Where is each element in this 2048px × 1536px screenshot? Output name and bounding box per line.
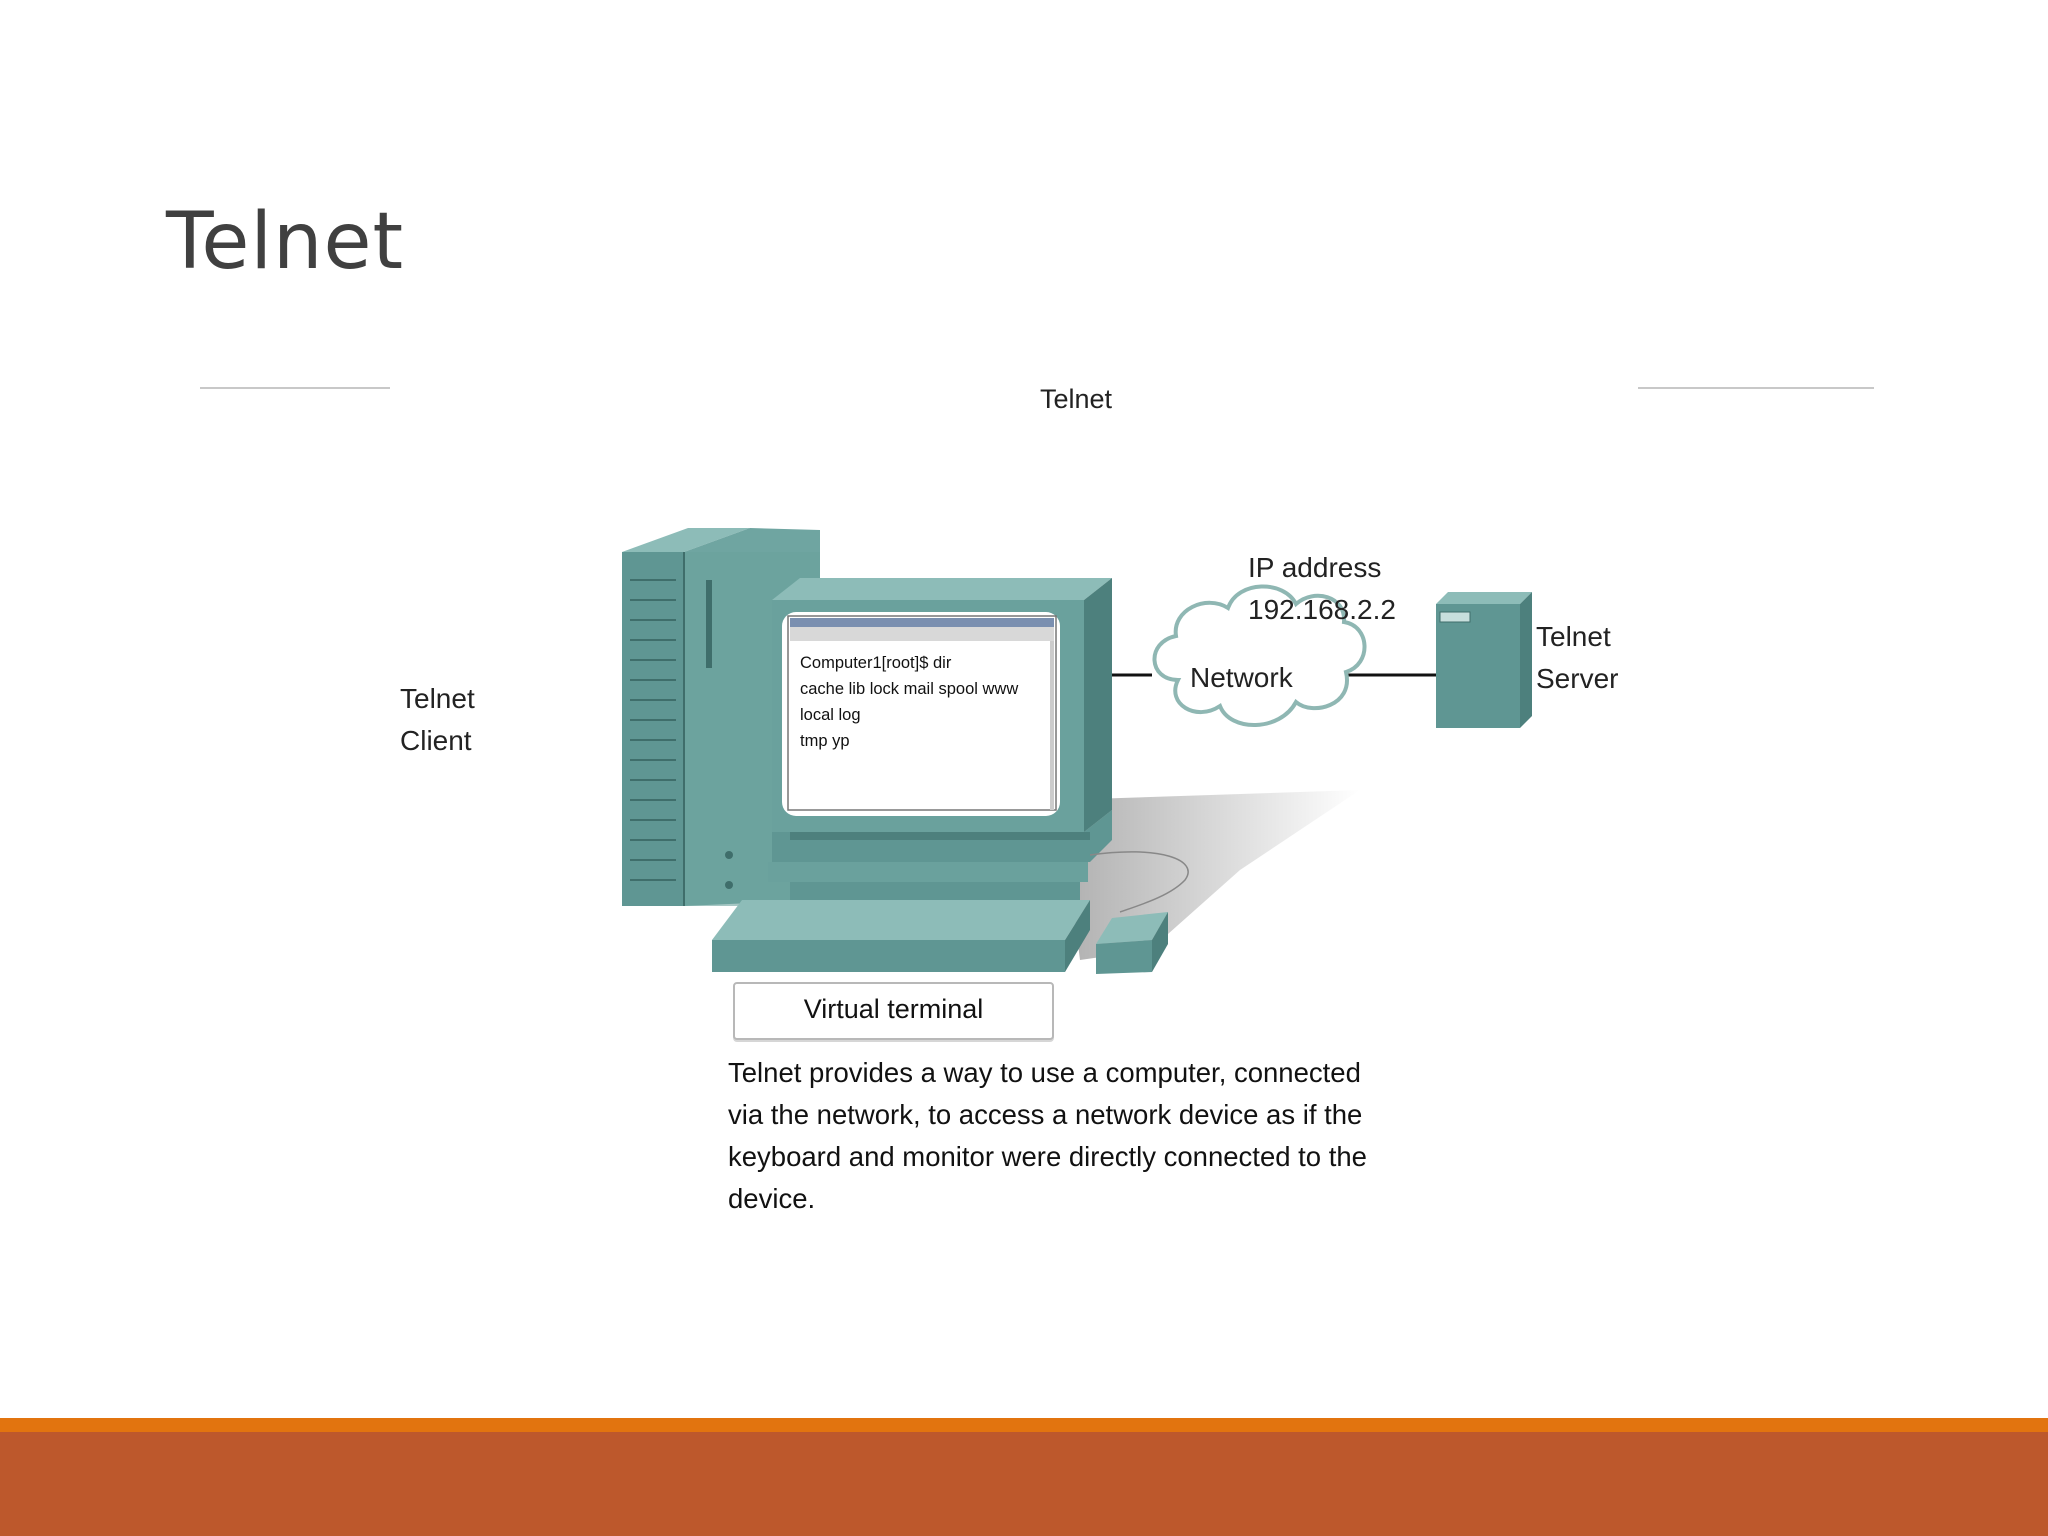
title-rule-right: [1638, 387, 1874, 389]
terminal-line: local log: [800, 706, 861, 724]
caption-line: device.: [728, 1183, 816, 1214]
footer-accent-stripe: [0, 1418, 2048, 1432]
network-label: Network: [1190, 662, 1293, 693]
mouse-icon: [1096, 912, 1168, 974]
monitor-icon: [768, 578, 1112, 900]
diagram-caption: Telnet provides a way to use a computer,…: [728, 1052, 1408, 1220]
diagram-heading: Telnet: [1040, 384, 1113, 414]
caption-line: keyboard and monitor were directly conne…: [728, 1141, 1367, 1172]
terminal-line: tmp yp: [800, 732, 850, 750]
virtual-terminal-label: Virtual terminal: [803, 994, 984, 1024]
virtual-terminal-box: Virtual terminal: [733, 982, 1054, 1040]
terminal-line: cache lib lock mail spool www: [800, 680, 1019, 698]
caption-line: Telnet provides a way to use a computer,…: [728, 1057, 1361, 1088]
mouse-cable: [1089, 851, 1189, 913]
footer-band: [0, 1432, 2048, 1536]
server-label-line2: Server: [1536, 663, 1619, 694]
network-cloud-icon: [1152, 584, 1367, 727]
keyboard-icon: [712, 900, 1090, 972]
ip-label-line2: 192.168.2.2: [1248, 594, 1396, 625]
ip-label-line1: IP address: [1248, 552, 1382, 583]
client-label-line1: Telnet: [400, 683, 475, 714]
slide-title: Telnet: [166, 197, 405, 287]
client-label-line2: Client: [400, 725, 472, 756]
terminal-line: Computer1[root]$ dir: [800, 654, 952, 672]
title-rule-left: [200, 387, 390, 389]
server-icon: [1436, 592, 1532, 728]
server-label-line1: Telnet: [1536, 621, 1611, 652]
caption-line: via the network, to access a network dev…: [728, 1099, 1363, 1130]
